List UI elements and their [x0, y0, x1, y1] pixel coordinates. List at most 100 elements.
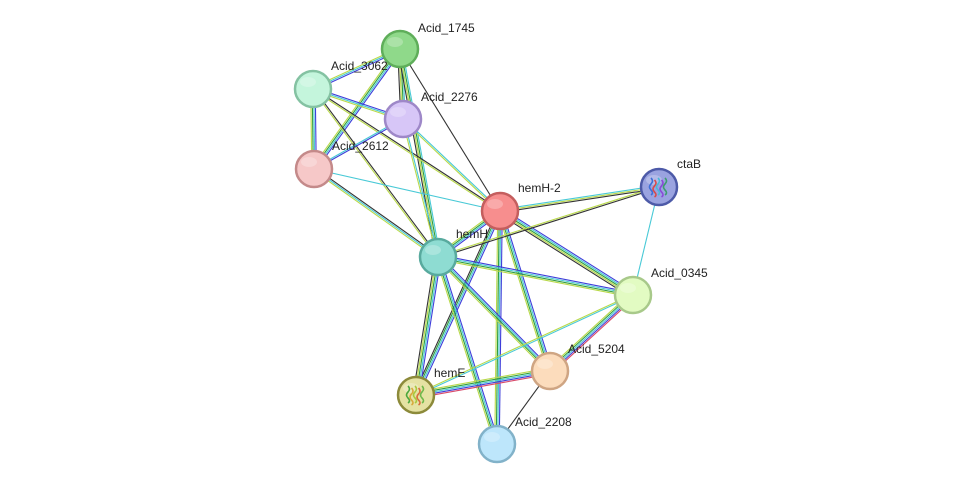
- node-hemE[interactable]: hemE: [396, 366, 465, 415]
- edge-hemH-Acid_2208[interactable]: [435, 256, 500, 445]
- edge-evidence-line: [500, 210, 552, 371]
- node-Acid_3062[interactable]: Acid_3062: [293, 59, 388, 109]
- edge-evidence-line: [437, 257, 550, 372]
- edge-hemH-hemE[interactable]: [412, 256, 442, 396]
- edge-hemH-2-Acid_0345[interactable]: [498, 207, 635, 299]
- node-circle[interactable]: [294, 149, 334, 189]
- edge-evidence-line: [315, 49, 403, 171]
- edge-Acid_5204-hemE[interactable]: [415, 367, 551, 399]
- edge-evidence-line: [439, 255, 552, 370]
- edge-evidence-line: [497, 211, 502, 445]
- node-circle[interactable]: [418, 237, 458, 277]
- edge-evidence-line: [437, 257, 633, 297]
- edge-evidence-line: [416, 257, 441, 396]
- edge-evidence-line: [498, 211, 633, 297]
- node-Acid_2612[interactable]: Acid_2612: [294, 139, 389, 189]
- node-label: Acid_2612: [332, 139, 389, 153]
- edge-evidence-line: [499, 184, 659, 211]
- edge-hemH-2-Acid_2208[interactable]: [494, 210, 503, 445]
- edge-Acid_2276-hemH-2[interactable]: [402, 118, 501, 212]
- node-label: Acid_5204: [568, 342, 625, 356]
- edge-Acid_1745-hemH[interactable]: [397, 48, 441, 258]
- edge-hemH-2-Acid_5204[interactable]: [497, 210, 553, 372]
- edge-evidence-line: [500, 209, 635, 295]
- node-Acid_5204[interactable]: Acid_5204: [530, 342, 625, 391]
- node-circle[interactable]: [383, 99, 423, 139]
- edge-hemH-Acid_0345[interactable]: [437, 254, 634, 298]
- edge-ctaB-hemH[interactable]: [437, 185, 660, 259]
- edge-evidence-line: [311, 47, 399, 169]
- edge-evidence-line: [416, 295, 634, 397]
- node-Acid_2276[interactable]: Acid_2276: [383, 90, 478, 139]
- edge-evidence-line: [439, 256, 500, 444]
- edge-evidence-line: [415, 293, 633, 395]
- edge-evidence-line: [417, 211, 503, 397]
- node-label: hemH-2: [518, 181, 561, 195]
- edge-evidence-line: [438, 254, 634, 294]
- edge-evidence-line: [435, 257, 496, 445]
- node-highlight: [390, 107, 406, 117]
- edge-Acid_2612-hemH[interactable]: [312, 167, 440, 259]
- node-circle[interactable]: [380, 29, 420, 69]
- edge-evidence-line: [412, 256, 436, 395]
- edge-evidence-line: [418, 257, 442, 396]
- node-highlight: [620, 283, 636, 293]
- edge-evidence-line: [437, 258, 633, 298]
- node-Acid_2208[interactable]: Acid_2208: [477, 415, 572, 464]
- edge-evidence-line: [312, 169, 438, 259]
- node-label: Acid_1745: [418, 21, 475, 35]
- edge-Acid_1745-hemH-2[interactable]: [399, 48, 501, 212]
- node-circle[interactable]: [639, 167, 679, 207]
- edge-evidence-line: [498, 211, 503, 445]
- edge-evidence-line: [413, 209, 499, 395]
- node-label: Acid_2276: [421, 90, 478, 104]
- edge-evidence-line: [401, 119, 438, 258]
- edge-evidence-line: [314, 167, 440, 257]
- edge-evidence-line: [313, 88, 440, 257]
- node-circle[interactable]: [480, 191, 520, 231]
- edge-evidence-line: [501, 210, 553, 371]
- edge-Acid_1745-Acid_2612[interactable]: [311, 47, 403, 171]
- node-Acid_0345[interactable]: Acid_0345: [613, 266, 708, 315]
- edge-evidence-line: [501, 207, 635, 293]
- edge-evidence-line: [499, 186, 660, 212]
- node-highlight: [403, 383, 419, 393]
- edge-Acid_2612-hemH-2[interactable]: [313, 168, 501, 212]
- node-circle[interactable]: [477, 424, 517, 464]
- edge-hemH-2-ctaB[interactable]: [499, 184, 660, 214]
- edge-hemH-Acid_5204[interactable]: [436, 255, 552, 373]
- edge-evidence-line: [494, 210, 499, 444]
- edge-evidence-line: [437, 185, 659, 257]
- edge-Acid_2276-hemH[interactable]: [401, 118, 440, 258]
- node-circle[interactable]: [613, 275, 653, 315]
- edge-evidence-line: [312, 89, 500, 213]
- edge-evidence-line: [415, 367, 550, 393]
- node-label: Acid_3062: [331, 59, 388, 73]
- node-highlight: [300, 77, 316, 87]
- edge-evidence-line: [413, 256, 438, 395]
- edge-Acid_3062-hemH[interactable]: [311, 88, 440, 258]
- edge-evidence-line: [495, 210, 500, 444]
- edge-evidence-line: [438, 256, 499, 444]
- edge-evidence-line: [498, 211, 550, 372]
- node-circle[interactable]: [293, 69, 333, 109]
- node-label: Acid_0345: [651, 266, 708, 280]
- node-circle[interactable]: [530, 351, 570, 391]
- edge-Acid_3062-hemH-2[interactable]: [312, 87, 501, 213]
- edge-evidence-line: [416, 373, 551, 399]
- node-label: ctaB: [677, 157, 701, 171]
- node-highlight: [487, 199, 503, 209]
- node-Acid_1745[interactable]: Acid_1745: [380, 21, 475, 69]
- node-highlight: [537, 359, 553, 369]
- edge-evidence-line: [312, 48, 400, 169]
- node-hemH-2[interactable]: hemH-2: [480, 181, 561, 231]
- node-hemH[interactable]: hemH: [418, 227, 488, 277]
- node-circle[interactable]: [396, 375, 436, 415]
- edge-Acid_0345-hemE[interactable]: [415, 293, 634, 397]
- node-highlight: [387, 37, 403, 47]
- node-ctaB[interactable]: ctaB: [639, 157, 701, 207]
- edge-evidence-line: [436, 258, 549, 373]
- node-label: hemE: [434, 366, 465, 380]
